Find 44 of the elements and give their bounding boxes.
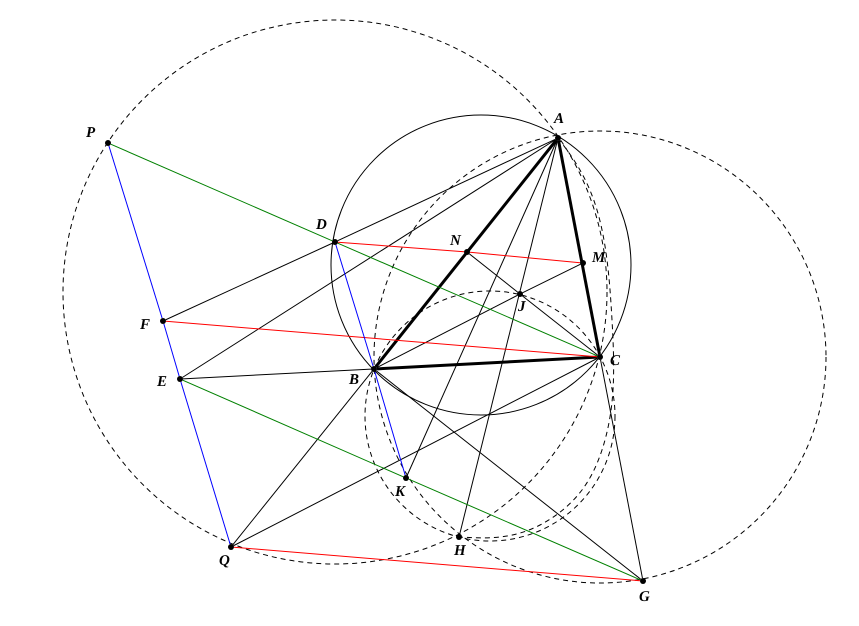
point-label: G	[639, 590, 650, 605]
point-label: K	[395, 485, 406, 500]
line-segment	[335, 244, 374, 367]
point-label: N	[450, 234, 461, 249]
triangle-side	[557, 140, 601, 354]
line-segment	[182, 139, 556, 378]
line-segment	[459, 140, 558, 535]
line-segment	[166, 320, 598, 358]
line-segment	[337, 242, 598, 356]
point-label: B	[349, 373, 360, 388]
line-segment	[600, 359, 643, 579]
line-segment	[469, 252, 581, 264]
line-segment	[110, 144, 333, 242]
line-segment	[522, 264, 581, 294]
point-label: F	[140, 318, 150, 333]
line-segment	[232, 370, 373, 546]
line-segment	[180, 381, 231, 545]
triangle-side	[376, 356, 598, 370]
line-segment	[182, 368, 372, 380]
line-segment	[234, 546, 640, 582]
point-label: H	[454, 544, 466, 559]
line-segment	[406, 140, 558, 476]
line-segment	[376, 370, 642, 580]
line-segment	[182, 380, 404, 478]
line-segment	[522, 295, 598, 356]
point-label: P	[86, 126, 96, 141]
point-label: Q	[219, 554, 230, 569]
line-segment	[376, 294, 518, 368]
triangle-side	[374, 139, 558, 368]
line-segment	[338, 242, 464, 252]
point-label: M	[592, 251, 606, 266]
line-segment	[233, 358, 598, 546]
line-segment	[163, 323, 180, 377]
line-segment	[468, 253, 518, 293]
line-segment	[165, 242, 333, 320]
point-label: A	[554, 112, 564, 127]
point-label: D	[316, 218, 327, 233]
line-segment	[408, 478, 641, 580]
line-segment	[374, 371, 406, 476]
point-label: E	[157, 375, 168, 390]
point-label: C	[610, 354, 620, 369]
line-segment	[337, 138, 556, 242]
point-label: J	[518, 300, 526, 315]
line-segment	[108, 145, 163, 319]
